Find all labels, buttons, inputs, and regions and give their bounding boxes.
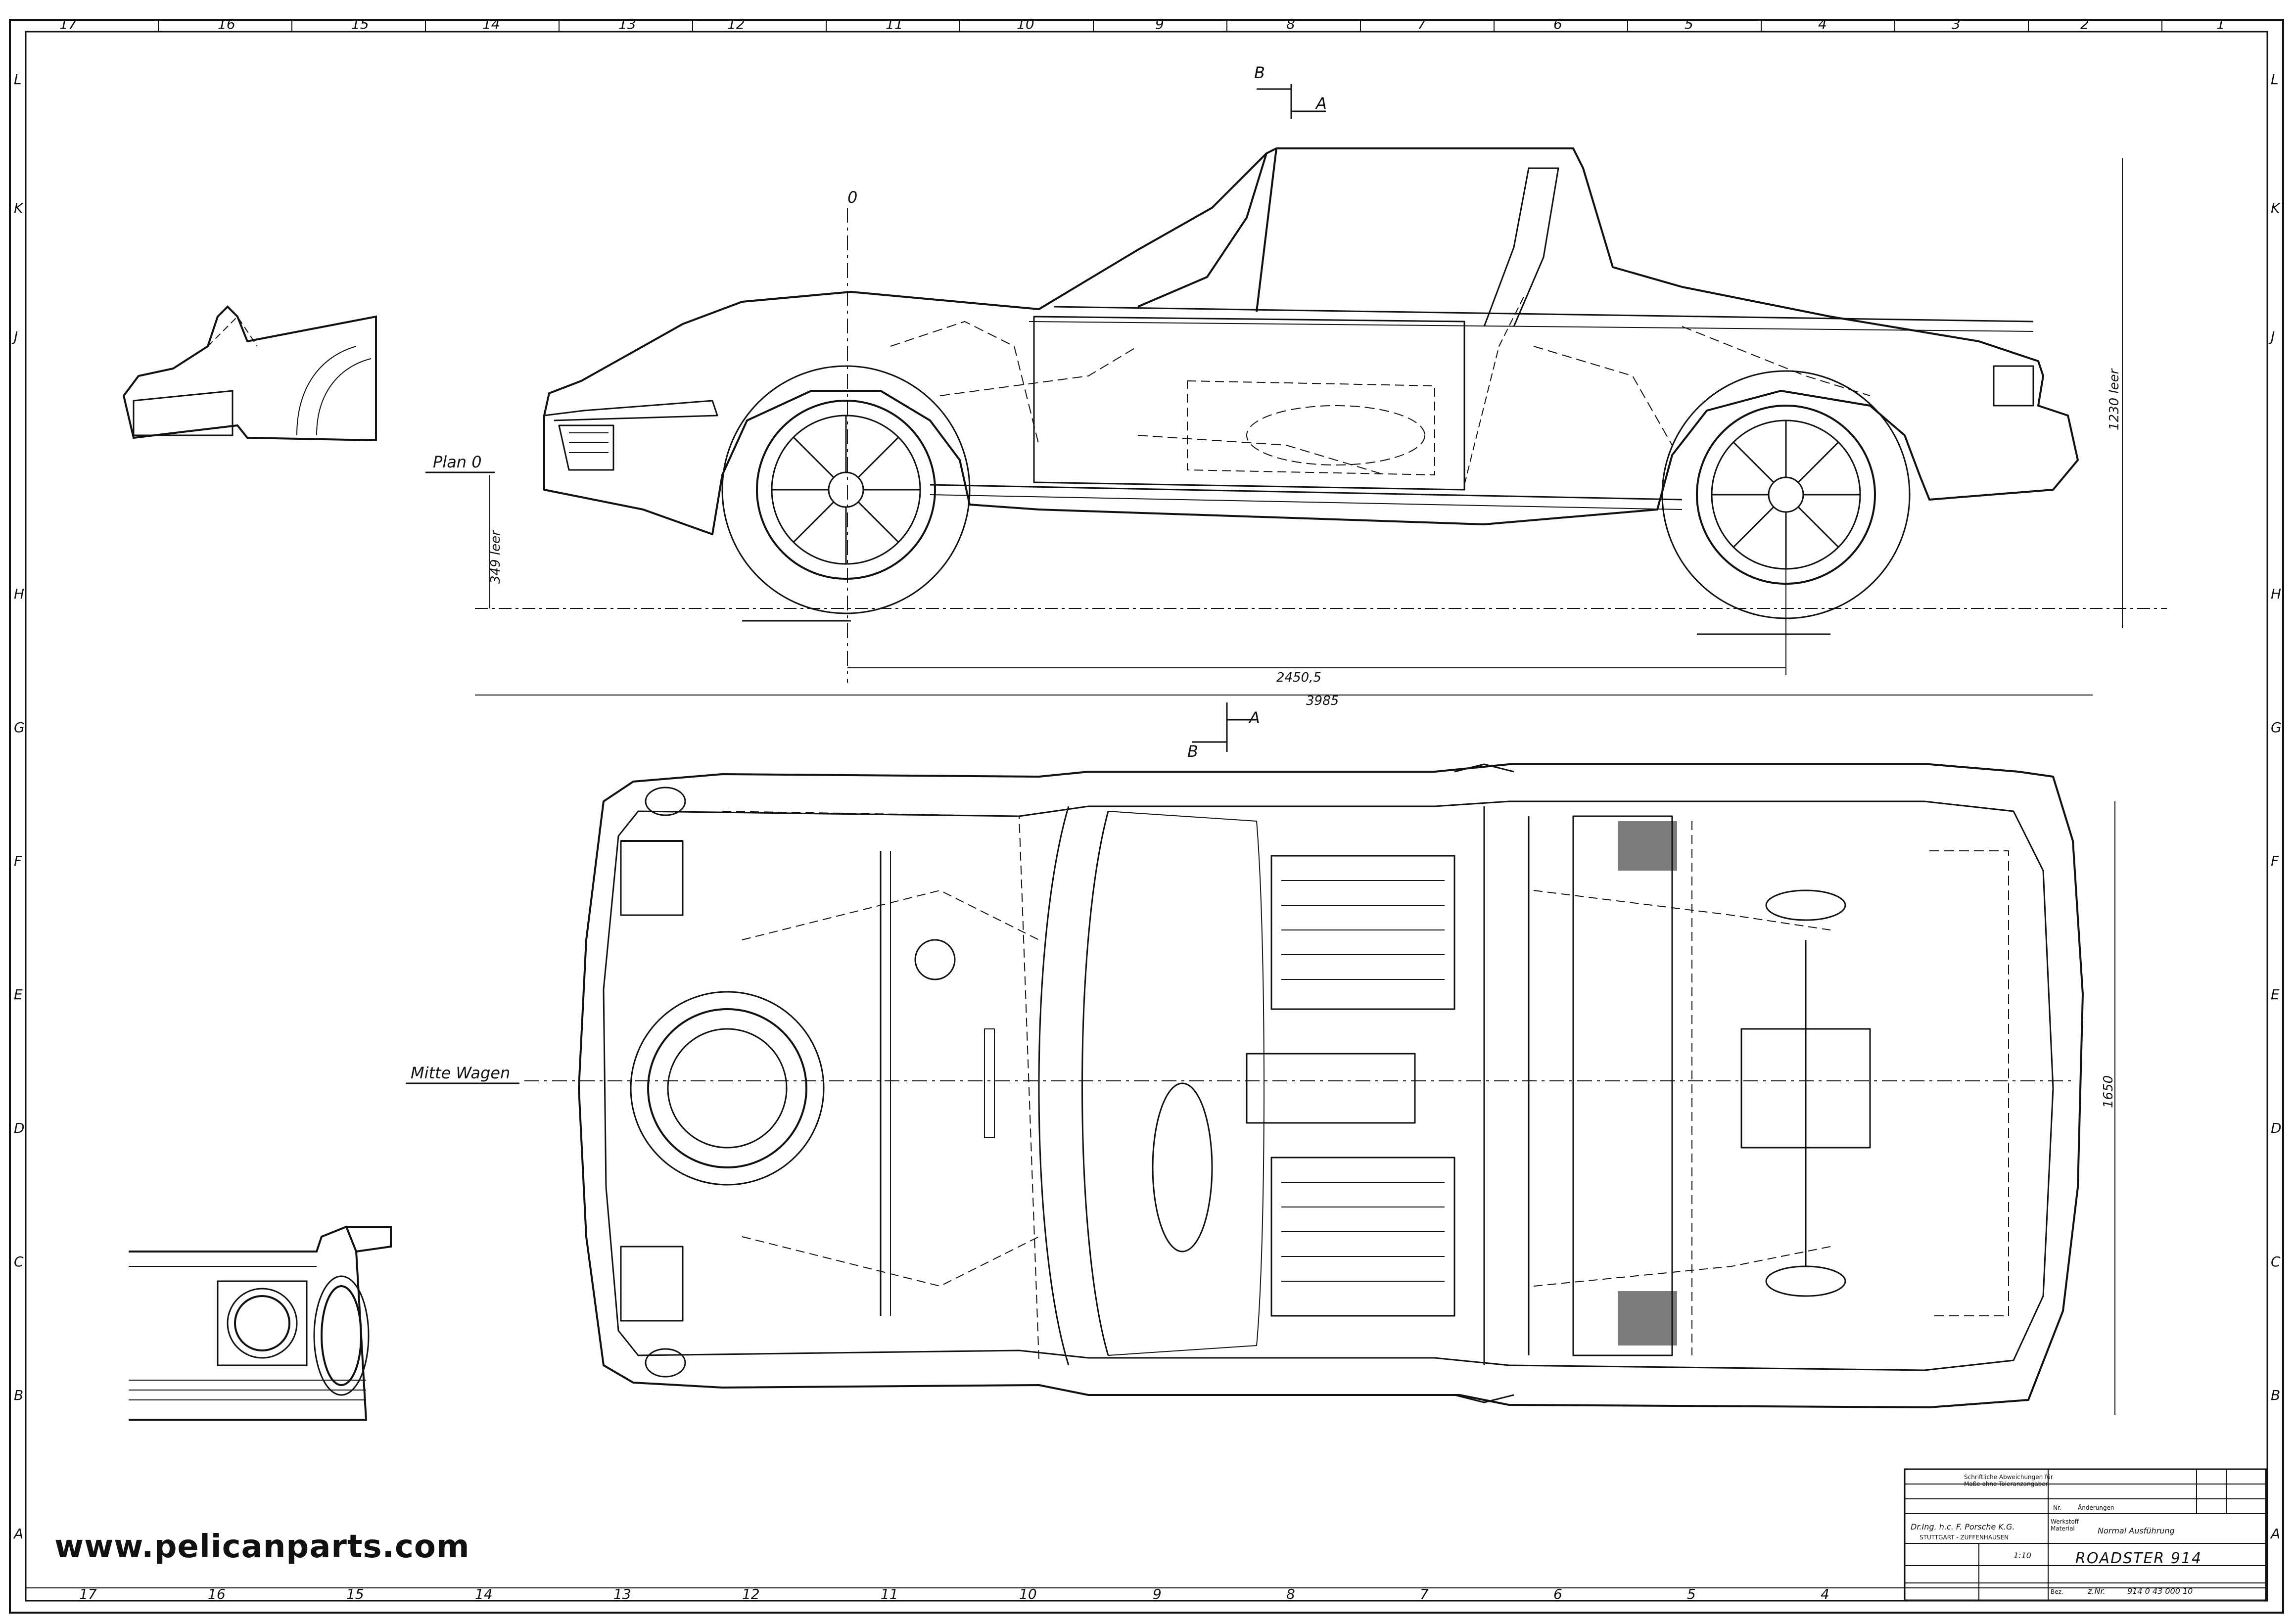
detail-front-view [122,305,377,442]
tb-company-sub: STUTTGART - ZUFFENHAUSEN [1920,1534,2009,1541]
col-label: 7 [1417,16,1426,32]
col-label: 17 [79,1586,97,1602]
row-label: H [14,586,24,602]
section-b-label: B [1254,63,1265,82]
tb-company: Dr.Ing. h.c. F. Porsche K.G. [1911,1522,2015,1531]
row-label: E [2271,986,2280,1003]
tb-rev-label: Nr. [2053,1504,2061,1511]
col-label: 1 [2216,16,2225,32]
col-label: 17 [59,16,77,32]
section-a-label: A [1315,94,1327,113]
section-marker-top [1257,84,1326,119]
col-label: 15 [351,16,369,32]
row-label: A [2270,1526,2280,1542]
bottom-rule [25,1587,2268,1601]
tb-material-sub: Material [2051,1525,2075,1532]
tb-drawing-number: 914 0 43 000 10 [2127,1586,2193,1596]
height-dim: 1230 leer [2107,368,2122,430]
mitte-wagen-label: Mitte Wagen [411,1064,510,1082]
title-block [1904,1468,2267,1601]
row-label: L [2271,71,2279,88]
tb-header-note-2: Maße ohne Toleranzangaben [1964,1481,2049,1487]
ground-clearance-dim: 349 leer [488,529,503,584]
col-label: 6 [1553,1586,1562,1602]
tb-material-label: Werkstoff [2051,1518,2079,1525]
row-label: F [2271,853,2279,869]
top-body-outline [578,763,2084,1408]
col-label: 13 [613,1586,631,1602]
row-label: C [2271,1253,2281,1270]
row-label: B [14,1387,23,1403]
column-ticks [158,20,2162,32]
col-label: 16 [208,1586,226,1602]
row-label: H [2271,586,2281,602]
row-label: E [14,986,23,1003]
row-label: K [14,200,24,216]
col-label: 14 [482,16,500,32]
col-label: 7 [1420,1586,1429,1602]
width-dim: 1650 [2101,1075,2116,1108]
side-body-outline [543,147,2079,535]
tb-model: ROADSTER 914 [2075,1550,2202,1567]
col-label: 3 [1952,16,1961,32]
col-label: 4 [1818,16,1827,32]
side-view [543,147,2079,635]
row-label: G [2271,719,2282,736]
col-label: 8 [1286,16,1295,32]
col-label: 5 [1685,16,1693,32]
col-label: 11 [881,1586,898,1602]
col-label: 14 [475,1586,493,1602]
row-label: D [14,1120,25,1136]
col-label: 10 [1019,1586,1037,1602]
tb-change-label: Änderungen [2078,1504,2114,1511]
top-view [578,763,2084,1408]
section-a-label-bottom: A [1248,708,1260,727]
row-labels-left: L K J H G F E D C B A [11,71,25,1542]
col-label: 15 [346,1586,364,1602]
source-url: www.pelicanparts.com [54,1529,470,1565]
col-label: 5 [1687,1586,1696,1602]
col-label: 12 [727,16,745,32]
row-label: J [2268,328,2275,345]
col-label: 9 [1155,16,1164,32]
col-label: 8 [1286,1586,1295,1602]
section-marker-bottom [1192,702,1257,752]
tb-variant: Normal Ausführung [2098,1526,2175,1535]
col-label: 4 [1821,1586,1829,1602]
overall-length-dim: 3985 [1306,694,1339,708]
row-label: J [11,328,18,345]
outer-border [9,19,2284,1614]
col-label: 10 [1017,16,1034,32]
tb-scale: 1:10 [2014,1551,2031,1560]
col-label: 16 [218,16,235,32]
col-label: 13 [618,16,636,32]
row-label: B [2271,1387,2280,1403]
col-label: 6 [1553,16,1562,32]
col-label: 2 [2080,16,2089,32]
tb-header-note-1: Schriftliche Abweichungen für [1964,1474,2053,1481]
column-labels-bottom: 17 16 15 14 13 12 11 10 9 8 7 6 5 4 [79,1586,1829,1602]
section-b-label-bottom: B [1187,742,1198,761]
col-label: 9 [1153,1586,1162,1602]
tb-remark-label: Bez. [2051,1588,2063,1595]
zero-line-label: 0 [847,188,857,207]
row-label: C [14,1253,24,1270]
col-label: 11 [886,16,903,32]
row-label: K [2271,200,2281,216]
row-label: D [2271,1120,2282,1136]
row-label: L [14,71,22,88]
front-tire [721,365,971,614]
plan-0-label: Plan 0 [433,453,482,471]
row-labels-right: L K J H G F E D C B A [2268,71,2282,1542]
row-label: F [14,853,22,869]
row-label: A [13,1526,23,1542]
col-label: 12 [742,1586,760,1602]
tb-drawing-prefix: z.Nr. [2087,1586,2106,1596]
column-labels-top: 17 16 15 14 13 12 11 10 9 8 7 6 5 4 3 2 … [59,16,2225,32]
wheelbase-dim: 2450,5 [1276,670,1321,685]
detail-headlight-view [129,1225,392,1421]
row-label: G [14,719,25,736]
